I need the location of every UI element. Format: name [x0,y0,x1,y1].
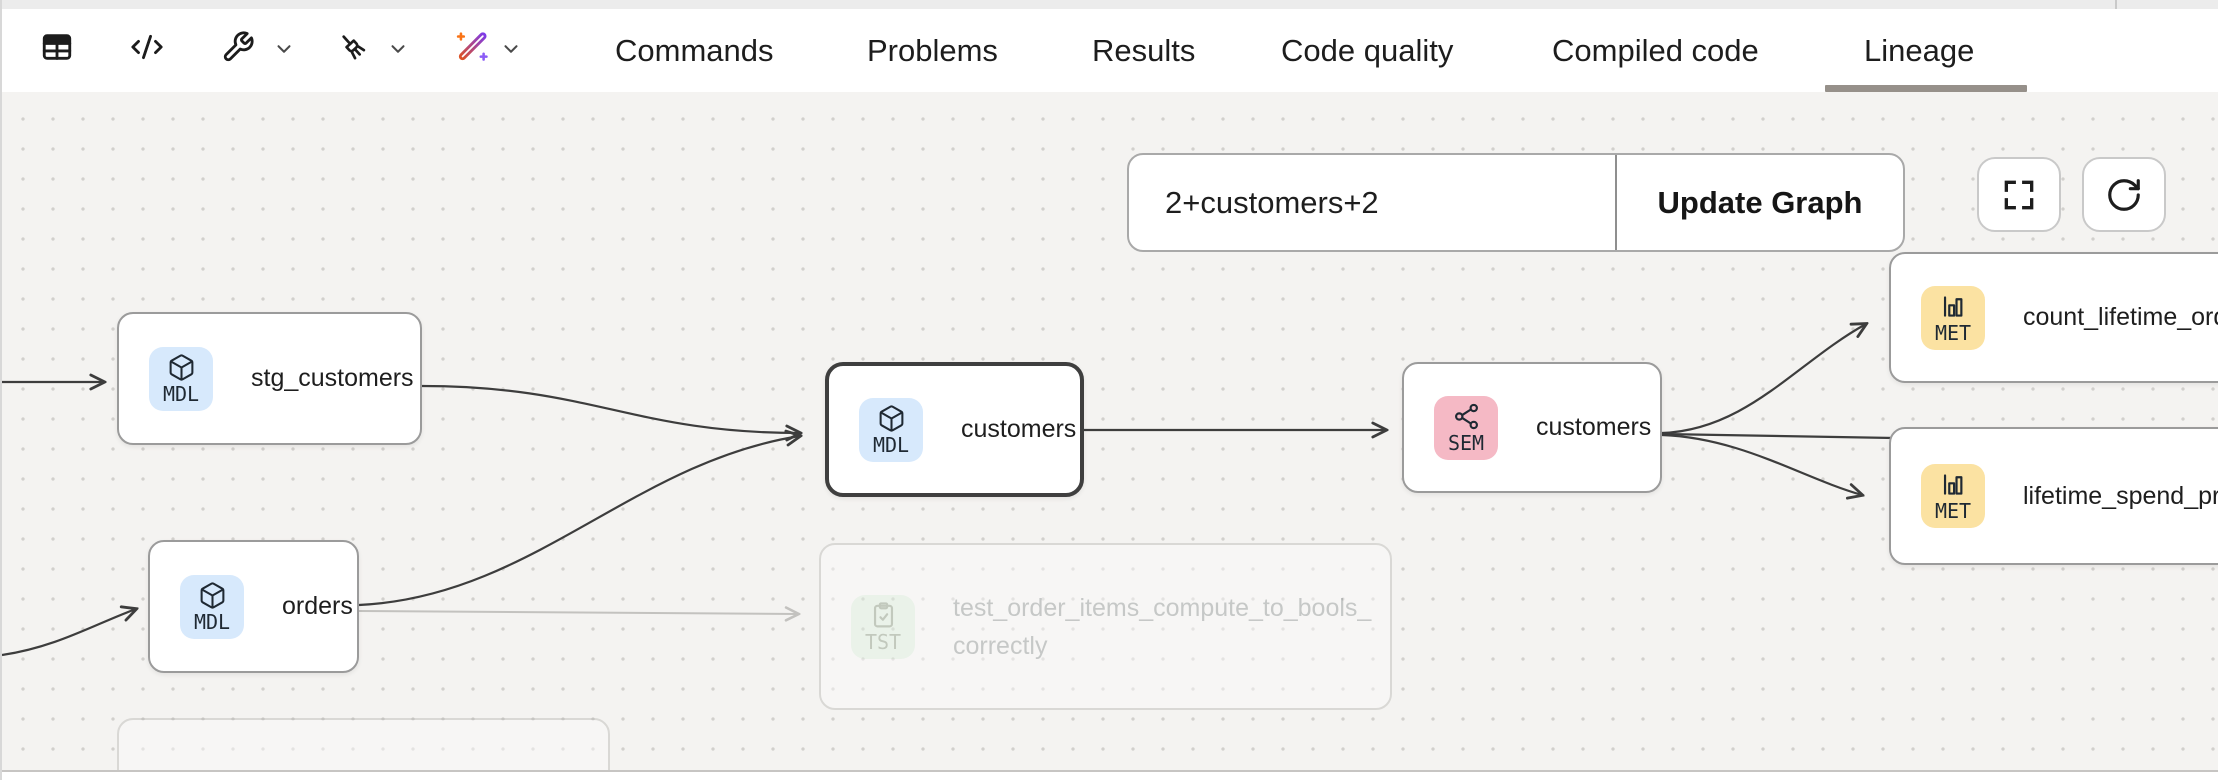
refresh-button[interactable] [2082,157,2166,232]
node-label: count_lifetime_order [2023,303,2218,331]
bar-chart-icon [1943,474,1962,495]
model-badge: MDL [149,346,213,411]
node-label: customers [961,415,1077,443]
node-customers-semantic[interactable]: SEM customers [1402,362,1662,493]
panel-bottom-edge [2,770,2218,780]
tab-commands[interactable]: Commands [615,32,774,68]
tab-compiled-code[interactable]: Compiled code [1552,32,1759,68]
metric-badge: MET [1921,464,1985,528]
model-badge: MDL [859,397,923,462]
node-count-lifetime-orders[interactable]: MET count_lifetime_order [1889,252,2218,383]
semantic-badge: SEM [1434,395,1498,460]
semantic-graph-icon [1454,403,1478,429]
active-tab-underline [1825,85,2027,92]
cube-icon [169,353,193,381]
node-orders[interactable]: MDL orders [148,540,359,673]
update-graph-button[interactable]: Update Graph [1657,184,1863,220]
chevron-down-icon[interactable] [273,38,295,60]
fullscreen-button[interactable] [1977,157,2061,232]
wand-sparkles-icon[interactable] [455,30,489,64]
cube-icon [879,404,903,432]
tab-results[interactable]: Results [1092,32,1196,68]
clipboard-check-icon [873,601,893,627]
node-customers-model[interactable]: MDL customers [825,362,1084,497]
code-icon[interactable] [130,30,164,64]
chevron-down-icon[interactable] [500,38,522,60]
table-icon[interactable] [40,30,74,64]
node-stg-customers[interactable]: MDL stg_customers [117,312,422,445]
node-label: lifetime_spend_preta [2023,481,2218,510]
model-selector-bar: 2+customers+2 Update Graph [1127,153,1905,252]
node-label: test_order_items_compute_to_bools_correc… [953,593,1372,660]
panel-header: Commands Problems Results Code quality C… [2,0,2218,92]
model-badge: MDL [180,574,244,639]
node-test-partial[interactable] [117,718,610,780]
node-test-order-items[interactable]: TST test_order_items_compute_to_bools_co… [819,543,1392,710]
node-label: stg_customers [251,364,414,392]
node-label: orders [282,592,353,620]
refresh-icon [2108,178,2140,211]
node-label: customers [1536,413,1652,441]
node-lifetime-spend[interactable]: MET lifetime_spend_preta [1889,427,2218,565]
editor-top-strip [2,0,2218,9]
metric-badge: MET [1921,285,1985,350]
test-badge: TST [851,594,915,659]
model-selector-input[interactable]: 2+customers+2 [1129,155,1617,250]
fullscreen-icon [2004,180,2034,209]
chevron-down-icon[interactable] [387,38,409,60]
tab-code-quality[interactable]: Code quality [1281,32,1454,68]
broom-icon[interactable] [336,30,370,64]
strip-divider [2115,0,2117,9]
bar-chart-icon [1943,295,1962,317]
tab-lineage[interactable]: Lineage [1864,32,1975,68]
tab-problems[interactable]: Problems [867,32,998,68]
wrench-icon[interactable] [221,30,255,64]
cube-icon [200,581,224,609]
